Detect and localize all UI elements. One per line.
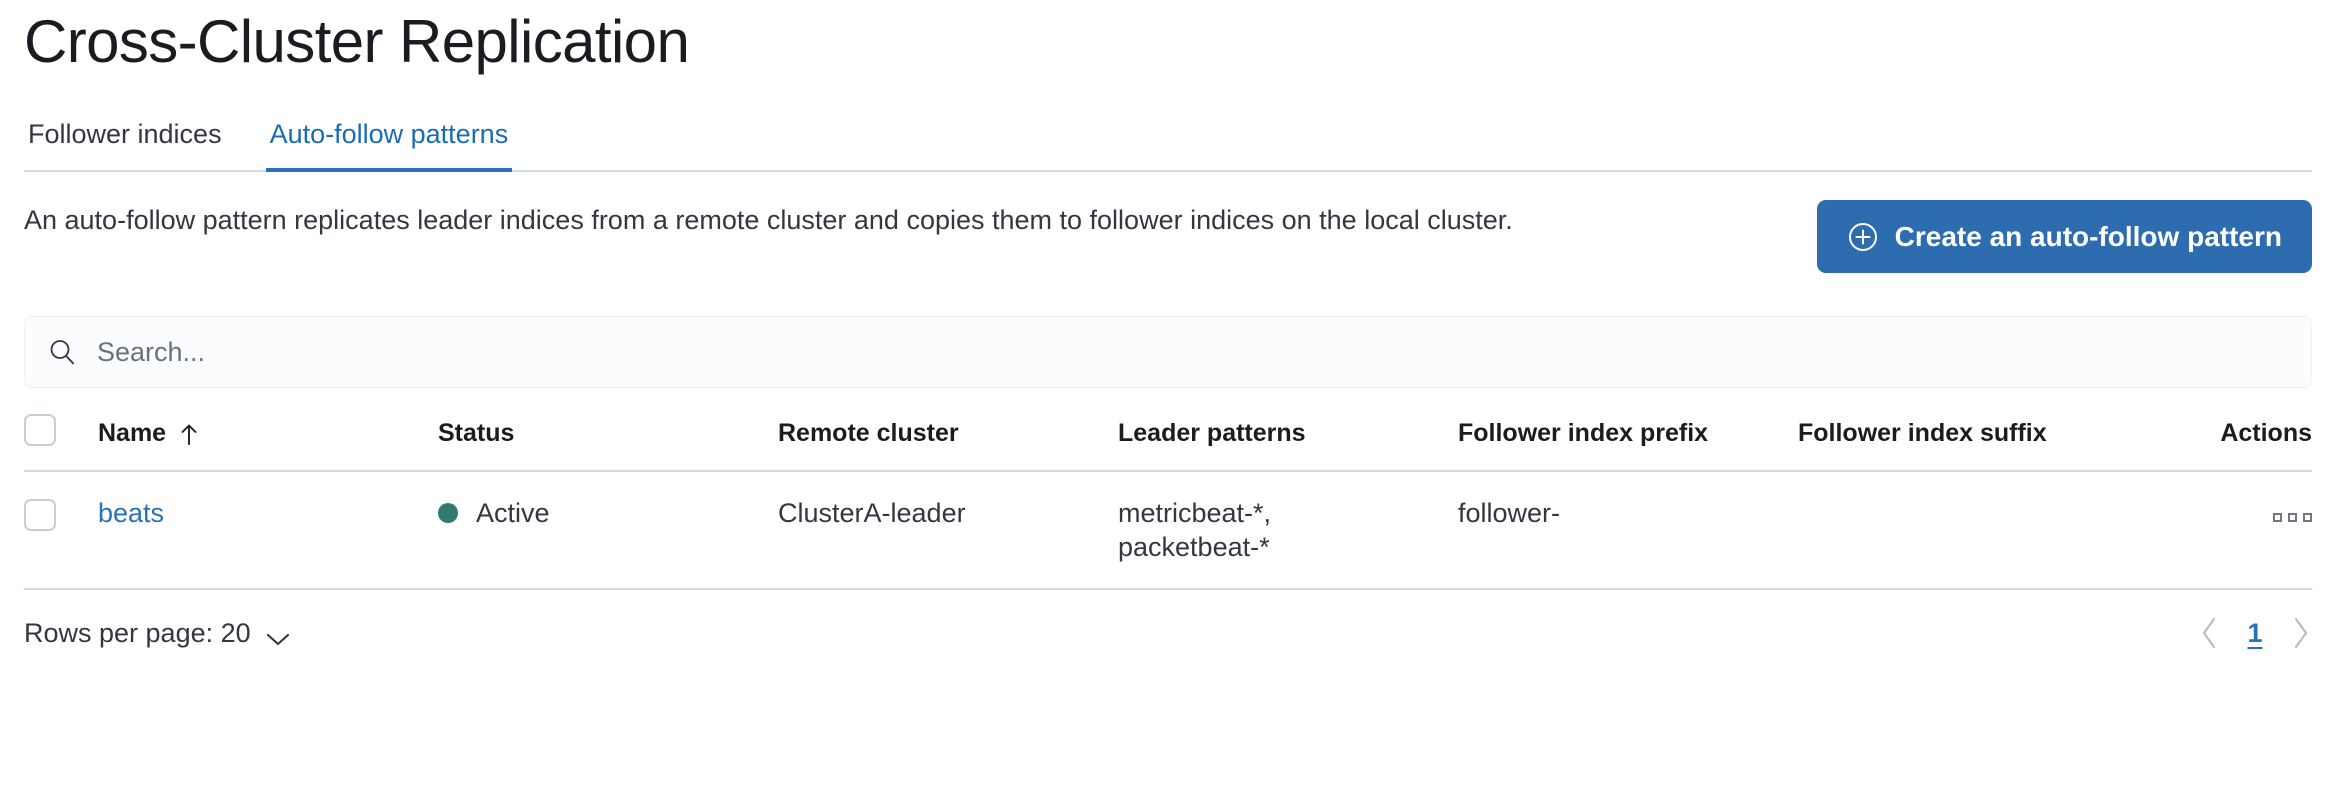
column-header-name[interactable]: Name bbox=[98, 414, 438, 472]
ellipsis-box-2 bbox=[2288, 513, 2297, 522]
table-header-row: Name Status Remote cluster Leader patter… bbox=[24, 414, 2312, 472]
row-remote-cluster-cell: ClusterA-leader bbox=[778, 471, 1118, 590]
select-all-header bbox=[24, 414, 98, 472]
pagination-page-1[interactable]: 1 bbox=[2247, 617, 2263, 648]
page-title: Cross-Cluster Replication bbox=[24, 8, 690, 75]
column-header-leader-patterns: Leader patterns bbox=[1118, 414, 1458, 472]
rows-per-page-selector[interactable]: Rows per page: 20 bbox=[24, 618, 291, 649]
column-header-actions: Actions bbox=[2138, 414, 2312, 472]
column-header-status: Status bbox=[438, 414, 778, 472]
column-header-follower-index-suffix: Follower index suffix bbox=[1798, 414, 2138, 472]
status-dot-icon bbox=[438, 503, 458, 523]
chevron-right-icon[interactable] bbox=[2290, 616, 2312, 650]
ellipsis-box-1 bbox=[2273, 513, 2282, 522]
rows-per-page-label: Rows per page: 20 bbox=[24, 617, 251, 648]
create-auto-follow-pattern-button[interactable]: Create an auto-follow pattern bbox=[1816, 200, 2312, 273]
column-header-remote-cluster: Remote cluster bbox=[778, 414, 1118, 472]
ellipsis-boxes-icon[interactable] bbox=[2273, 507, 2312, 522]
name-sort-control[interactable]: Name bbox=[98, 419, 200, 448]
tab-follower-indices[interactable]: Follower indices bbox=[28, 119, 222, 149]
status-badge: Active bbox=[438, 496, 550, 530]
plus-in-circle-icon bbox=[1847, 221, 1879, 253]
row-follower-index-prefix-cell: follower- bbox=[1458, 471, 1798, 590]
description-row: An auto-follow pattern replicates leader… bbox=[24, 198, 2312, 294]
leader-pattern-line-2: packetbeat-* bbox=[1118, 532, 1270, 562]
row-actions-cell bbox=[2138, 471, 2312, 590]
search-input[interactable] bbox=[95, 316, 2289, 388]
row-leader-patterns-cell: metricbeat-*, packetbeat-* bbox=[1118, 471, 1458, 590]
search-bar[interactable] bbox=[24, 316, 2312, 388]
arrow-up-icon bbox=[178, 422, 200, 446]
chevron-left-icon[interactable] bbox=[2198, 616, 2220, 650]
search-icon bbox=[47, 337, 77, 367]
tab-bar: Follower indices Auto-follow patterns bbox=[24, 94, 2312, 172]
column-header-follower-index-prefix: Follower index prefix bbox=[1458, 414, 1798, 472]
ellipsis-box-3 bbox=[2303, 513, 2312, 522]
status-label: Active bbox=[476, 498, 550, 528]
tab-auto-follow-patterns[interactable]: Auto-follow patterns bbox=[265, 118, 513, 172]
chevron-down-icon bbox=[265, 624, 291, 646]
leader-pattern-line-1: metricbeat-*, bbox=[1118, 498, 1272, 528]
select-all-checkbox[interactable] bbox=[24, 414, 56, 446]
row-status-cell: Active bbox=[438, 471, 778, 590]
row-name-cell: beats bbox=[98, 471, 438, 590]
table-footer: Rows per page: 20 1 bbox=[24, 594, 2312, 672]
table-row: beats Active ClusterA-leader metricbeat-… bbox=[24, 471, 2312, 590]
auto-follow-patterns-table: Name Status Remote cluster Leader patter… bbox=[24, 414, 2312, 590]
column-header-name-label: Name bbox=[98, 419, 167, 447]
row-follower-index-suffix-cell bbox=[1798, 471, 2138, 590]
row-select-cell bbox=[24, 471, 98, 590]
row-checkbox[interactable] bbox=[24, 498, 56, 531]
create-button-label: Create an auto-follow pattern bbox=[1894, 220, 2282, 252]
pattern-name-link[interactable]: beats bbox=[98, 498, 165, 528]
page-description: An auto-follow pattern replicates leader… bbox=[24, 205, 1513, 235]
pagination: 1 bbox=[2198, 616, 2312, 650]
